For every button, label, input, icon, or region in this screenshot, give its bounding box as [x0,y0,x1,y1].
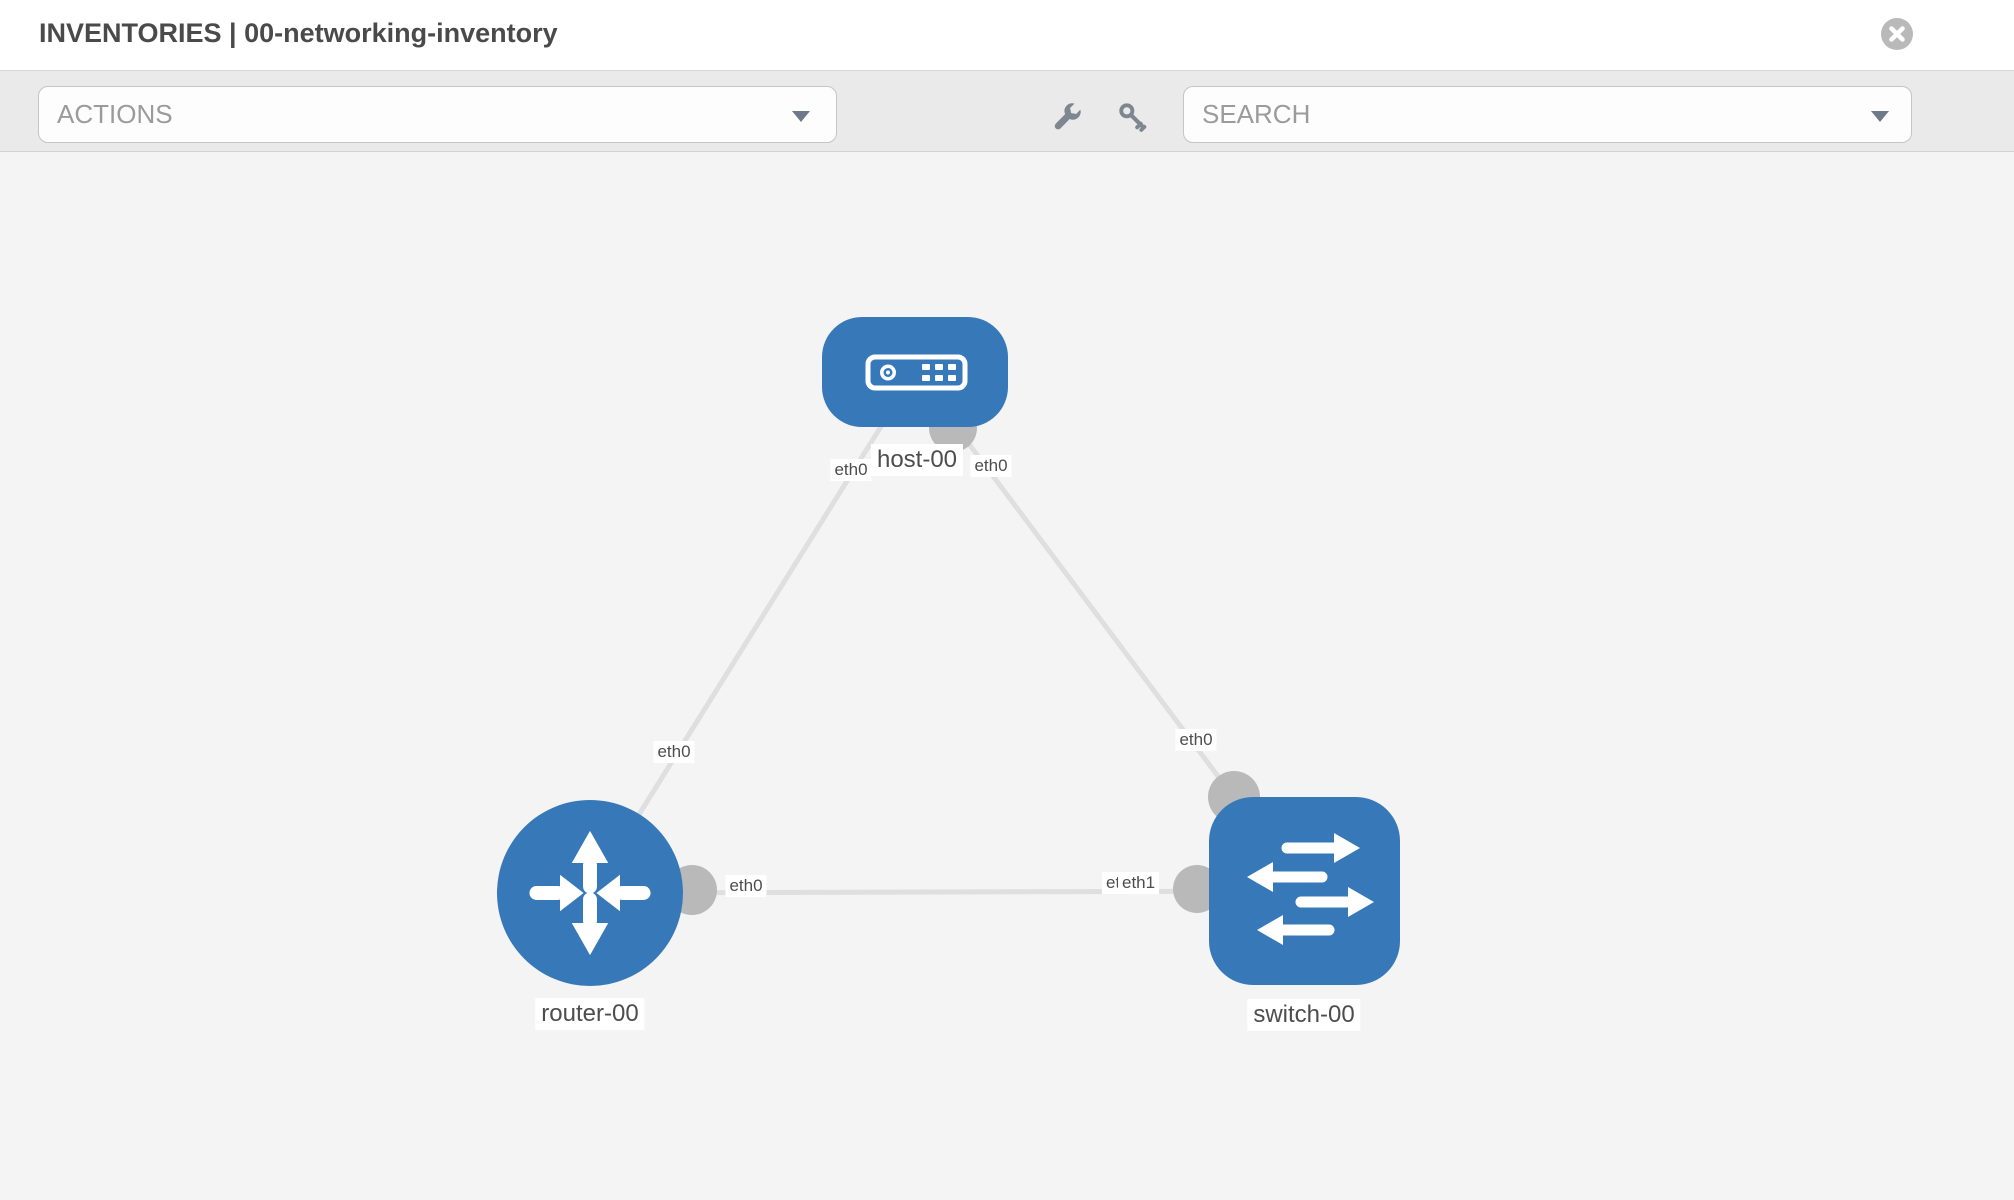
node-label-host: host-00 [870,444,964,476]
actions-dropdown-placeholder: ACTIONS [57,99,173,129]
host-icon [865,354,968,391]
topology-links-layer [587,370,1307,915]
node-host-00[interactable] [822,317,1008,427]
link-host-router[interactable] [587,370,918,895]
search-placeholder: SEARCH [1202,99,1311,129]
topology-canvas[interactable]: host-00 router-00 switch-00 eth0 eth0 et… [0,152,2014,1200]
node-label-switch: switch-00 [1247,999,1361,1031]
router-icon [529,830,651,956]
circle-x-icon [1881,18,1913,50]
wrench-icon[interactable] [1052,101,1083,132]
node-label-router: router-00 [535,998,645,1030]
chevron-down-icon [792,111,810,122]
switch-icon [1247,833,1374,945]
iface-label-router-to-switch: eth0 [725,875,767,897]
node-switch-00[interactable] [1209,797,1400,985]
panel-header: INVENTORIES | 00-networking-inventory [0,0,2014,70]
chevron-down-icon [1871,111,1889,122]
actions-dropdown[interactable]: ACTIONS [38,86,837,143]
iface-label-switch-eth1-front: eth1 [1118,872,1160,894]
iface-label-router-to-host: eth0 [653,741,695,763]
node-router-00[interactable] [497,800,683,986]
key-icon[interactable] [1117,101,1148,132]
iface-label-host-to-router: eth0 [830,459,872,481]
close-button[interactable] [1881,18,1913,50]
iface-label-host-to-switch: eth0 [970,455,1012,477]
iface-label-switch-to-host: eth0 [1175,729,1217,751]
toolbar: ACTIONS SEARCH [0,70,2014,152]
page-title: INVENTORIES | 00-networking-inventory [39,18,558,48]
search-dropdown[interactable]: SEARCH [1183,86,1912,143]
